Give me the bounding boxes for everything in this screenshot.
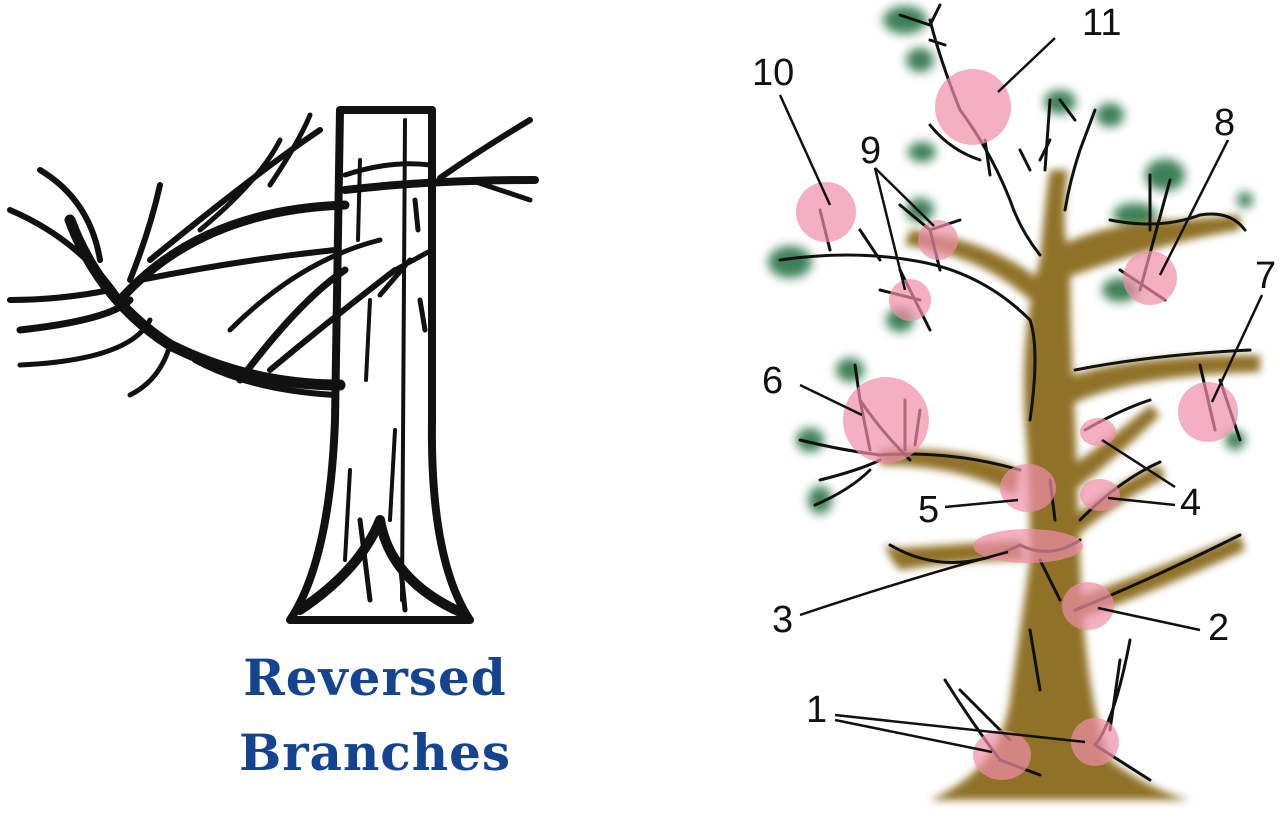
highlight-9a: [918, 220, 958, 260]
label-10: 10: [752, 52, 794, 94]
highlight-1b: [1071, 718, 1119, 766]
highlight-7: [1178, 382, 1238, 442]
label-3: 3: [772, 599, 793, 641]
highlight-9b: [889, 279, 931, 321]
highlight-1a: [973, 730, 1031, 780]
pruning-defects-tree: 11 10 9 8 7 6 5 4 3 2 1: [752, 2, 1276, 800]
reversed-branches-illustration: [7, 106, 539, 624]
highlight-4a: [1080, 418, 1116, 446]
caption-line-1: Reversed: [243, 648, 507, 707]
highlight-2: [1062, 582, 1114, 630]
highlight-6: [843, 377, 929, 463]
highlight-4b: [1080, 479, 1120, 511]
twig-outlines: [778, 3, 1252, 782]
left-tree-trunk: [286, 106, 474, 624]
label-1: 1: [806, 689, 827, 731]
highlight-5: [1000, 464, 1056, 512]
highlight-10: [796, 182, 856, 242]
label-4: 4: [1180, 482, 1201, 524]
caption-line-2: Branches: [238, 723, 512, 782]
label-7: 7: [1255, 255, 1276, 297]
label-8: 8: [1214, 102, 1235, 144]
defect-number-labels: 11 10 9 8 7 6 5 4 3 2 1: [752, 2, 1276, 731]
highlight-8: [1123, 251, 1177, 305]
label-9: 9: [860, 130, 881, 172]
label-2: 2: [1208, 607, 1229, 649]
leader-lines: [778, 37, 1264, 754]
highlight-11: [935, 69, 1011, 145]
leaf-clusters: [768, 6, 1253, 514]
label-11: 11: [1082, 2, 1121, 44]
label-5: 5: [918, 489, 939, 531]
label-6: 6: [762, 360, 783, 402]
